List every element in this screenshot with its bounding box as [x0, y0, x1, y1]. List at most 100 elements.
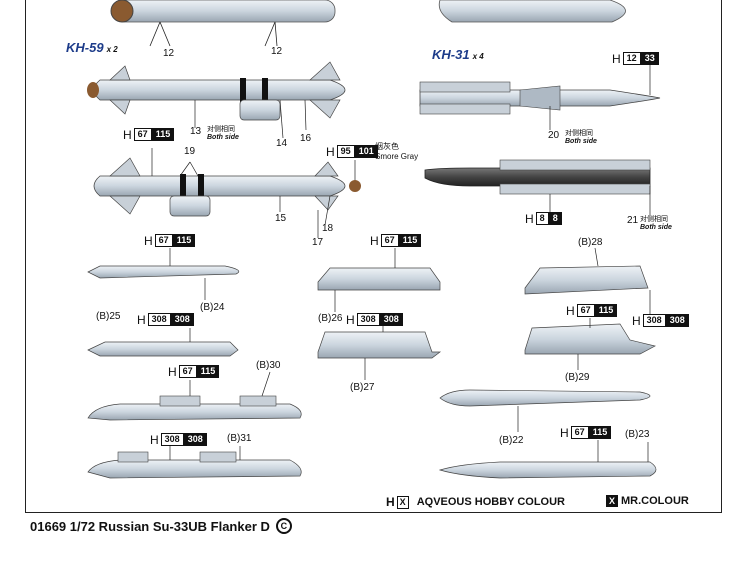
- legend-h-box: X: [396, 495, 409, 509]
- code-a: 308: [147, 313, 171, 326]
- pod-31: [87, 446, 302, 479]
- callout-b22: (B)22: [499, 435, 524, 446]
- callout-20: 20: [548, 130, 560, 141]
- kh59-name: KH-59: [66, 40, 104, 55]
- note-en: Both side: [207, 134, 239, 141]
- code-b: 115: [172, 234, 196, 247]
- note-cn: 对侧相同: [565, 130, 593, 137]
- code-a: 12: [622, 52, 641, 65]
- code-h: H: [612, 51, 621, 66]
- code-b: 101: [354, 145, 378, 158]
- code-b: 308: [665, 314, 689, 327]
- code-h: H: [632, 313, 641, 328]
- kh59-missile-lower: [93, 148, 361, 238]
- code-b: 115: [398, 234, 422, 247]
- legend-aqueous-label: AQVEOUS HOBBY COLOUR: [416, 496, 565, 508]
- legend-x-box: X: [606, 495, 619, 507]
- callout-19: 19: [184, 146, 196, 157]
- pod-29: [524, 318, 656, 370]
- smoke-en: Smore Gray: [375, 152, 419, 161]
- kh59-missile-upper: [87, 61, 346, 139]
- callout-b31: (B)31: [227, 433, 252, 444]
- pod-22: [439, 389, 651, 432]
- callout-b25: (B)25: [96, 311, 121, 322]
- sheet-frame: [25, 0, 722, 513]
- callout-18: 18: [322, 223, 334, 234]
- callout-21: 21: [627, 215, 639, 226]
- code-h: H: [123, 127, 132, 142]
- callout-b24: (B)24: [200, 302, 225, 313]
- copyright-mark: C: [275, 518, 292, 534]
- note-cn: 对侧相同: [207, 126, 235, 133]
- code-b: 115: [594, 304, 618, 317]
- code-a: 67: [178, 365, 197, 378]
- code-b: 308: [170, 313, 194, 326]
- callout-14: 14: [276, 138, 288, 149]
- footer-title: 01669 1/72 Russian Su-33UB Flanker D C: [30, 518, 292, 534]
- legend-aqueous: H X AQVEOUS HOBBY COLOUR: [386, 495, 565, 509]
- note-en: Both side: [640, 224, 672, 231]
- code-a: 67: [154, 234, 173, 247]
- callout-b28: (B)28: [578, 237, 603, 248]
- code-h: H: [560, 425, 569, 440]
- code-b: 115: [151, 128, 175, 141]
- code-a: 308: [356, 313, 380, 326]
- code-b: 8: [548, 212, 562, 225]
- callout-13: 13: [190, 126, 202, 137]
- callout-15: 15: [275, 213, 287, 224]
- code-a: 308: [160, 433, 184, 446]
- callout-b30: (B)30: [256, 360, 281, 371]
- code-h: H: [168, 364, 177, 379]
- code-b: 115: [196, 365, 220, 378]
- callout-b23: (B)23: [625, 429, 650, 440]
- top-missile-left: [110, 0, 336, 47]
- legend-mr-label: MR.COLOUR: [621, 495, 689, 507]
- footer-code: 01669 1/72 Russian Su-33UB Flanker D: [30, 518, 270, 534]
- code-h: H: [326, 144, 335, 159]
- kh31-missile-upper: [419, 62, 661, 130]
- note-en: Both side: [565, 138, 597, 145]
- kh31-qty: x 4: [472, 52, 484, 61]
- callout-16: 16: [300, 133, 312, 144]
- pod-30: [87, 371, 302, 421]
- pod-28: [524, 247, 651, 314]
- code-b: 308: [379, 313, 403, 326]
- callout-12a: 12: [163, 48, 175, 59]
- code-b: 33: [640, 52, 659, 65]
- legend-h: H: [386, 495, 395, 509]
- code-a: 8: [535, 212, 549, 225]
- code-h: H: [370, 233, 379, 248]
- code-h: H: [346, 312, 355, 327]
- pod-25: [87, 328, 239, 357]
- kh31-name: KH-31: [432, 47, 470, 62]
- kh31-missile-lower: [424, 159, 651, 215]
- code-h: H: [150, 432, 159, 447]
- code-a: 67: [570, 426, 589, 439]
- callout-12b: 12: [271, 46, 283, 57]
- legend-mr: X MR.COLOUR: [606, 495, 689, 507]
- code-a: 67: [380, 234, 399, 247]
- code-a: 67: [576, 304, 595, 317]
- pod-24: [87, 248, 240, 300]
- code-a: 67: [133, 128, 152, 141]
- note-cn: 对侧相同: [640, 216, 668, 223]
